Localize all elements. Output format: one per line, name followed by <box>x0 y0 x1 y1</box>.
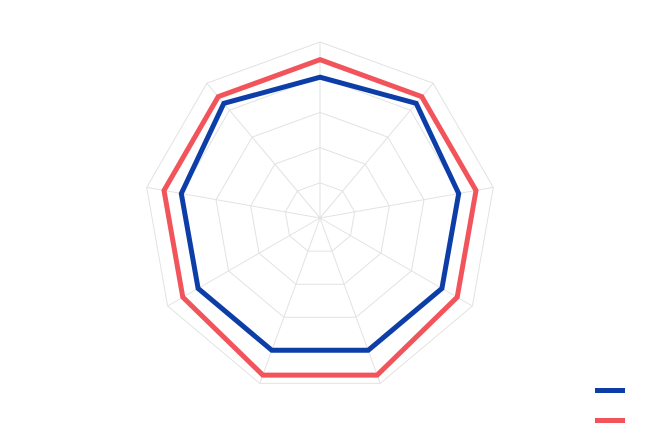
legend-item-series-2[interactable] <box>595 410 631 430</box>
grid-ring-1 <box>284 182 356 252</box>
radar-grid <box>146 41 494 384</box>
grid-spoke-8 <box>146 186 321 219</box>
grid-ring-5 <box>146 41 494 384</box>
grid-spoke-9 <box>206 82 321 219</box>
series-2-line[interactable] <box>161 56 479 378</box>
grid-ring-3 <box>215 111 425 318</box>
radar-series-group <box>161 56 479 378</box>
grid-spoke-2 <box>319 82 434 219</box>
grid-spoke-4 <box>319 217 473 307</box>
grid-spoke-6 <box>259 217 321 384</box>
legend-swatch-series-2 <box>595 417 625 423</box>
grid-spoke-7 <box>167 217 321 307</box>
grid-ring-2 <box>250 147 390 285</box>
grid-spoke-5 <box>319 217 381 384</box>
legend-swatch-series-1 <box>595 387 625 393</box>
legend <box>595 380 631 430</box>
legend-item-series-1[interactable] <box>595 380 631 400</box>
grid-spoke-3 <box>319 186 494 219</box>
series-1-line[interactable] <box>178 74 462 353</box>
